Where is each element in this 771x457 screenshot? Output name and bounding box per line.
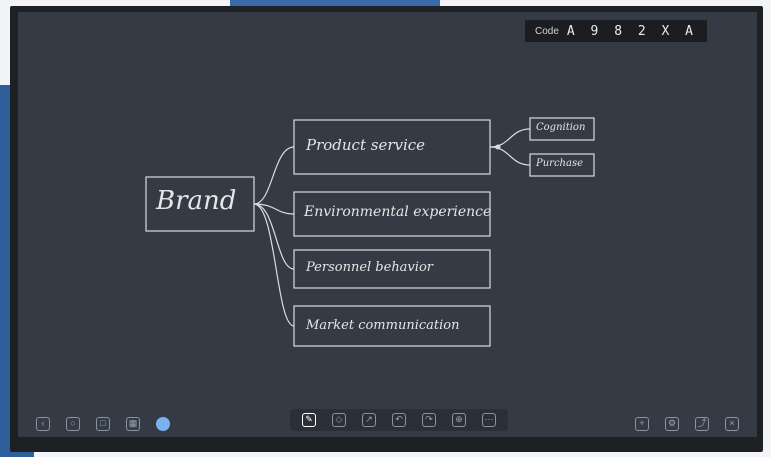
sub-label-2: Purchase <box>536 158 584 169</box>
link-2 <box>253 203 295 215</box>
link-sub-2 <box>489 146 531 166</box>
sub-label-1: Cognition <box>536 122 586 133</box>
branch-label-3: Personnel behavior <box>306 260 433 275</box>
window-icon: □ <box>96 417 110 431</box>
pen-icon: ✎ <box>302 413 316 427</box>
close-button[interactable]: × <box>721 417 743 431</box>
select-tool[interactable]: ↗ <box>358 413 380 427</box>
toolbar-right: + ⚙ ⤴ × <box>631 417 743 431</box>
mindmap-canvas[interactable] <box>18 12 757 437</box>
settings-button[interactable]: ⚙ <box>661 417 683 431</box>
link-sub-1 <box>489 128 531 148</box>
undo-button[interactable]: ↶ <box>388 413 410 427</box>
apps-icon: ▦ <box>126 417 140 431</box>
apps-button[interactable]: ▦ <box>122 417 144 431</box>
link-1 <box>253 146 295 205</box>
back-button[interactable]: ‹ <box>32 417 54 431</box>
window-button[interactable]: □ <box>92 417 114 431</box>
export-button[interactable]: ⤴ <box>691 417 713 431</box>
accent-app-icon <box>156 417 170 431</box>
export-icon: ⤴ <box>695 417 709 431</box>
zoom-button[interactable]: ⊕ <box>448 413 470 427</box>
eraser-tool[interactable]: ◇ <box>328 413 350 427</box>
junction-dot <box>495 144 501 150</box>
undo-icon: ↶ <box>392 413 406 427</box>
more-button[interactable]: ⋯ <box>478 413 500 427</box>
browser-button[interactable]: ○ <box>62 417 84 431</box>
eraser-icon: ◇ <box>332 413 346 427</box>
pen-tool[interactable]: ✎ <box>298 413 320 427</box>
toolbar-center: ✎ ◇ ↗ ↶ ↷ ⊕ ⋯ <box>290 409 508 431</box>
back-icon: ‹ <box>36 417 50 431</box>
code-value: A 9 8 2 X A <box>566 23 697 39</box>
redo-button[interactable]: ↷ <box>418 413 440 427</box>
more-icon: ⋯ <box>482 413 496 427</box>
root-node-label: Brand <box>156 186 237 216</box>
globe-icon: ○ <box>66 417 80 431</box>
link-4 <box>253 203 295 327</box>
link-3 <box>253 203 295 270</box>
settings-icon: ⚙ <box>665 417 679 431</box>
redo-icon: ↷ <box>422 413 436 427</box>
code-label: Code <box>535 25 559 37</box>
accent-app-button[interactable] <box>152 417 174 431</box>
whiteboard-screen[interactable]: Code A 9 8 2 X A Brand Product service E… <box>18 12 757 437</box>
branch-label-4: Market communication <box>306 318 460 333</box>
branch-label-1: Product service <box>306 136 426 154</box>
close-icon: × <box>725 417 739 431</box>
toolbar-left: ‹ ○ □ ▦ <box>32 417 174 431</box>
add-button[interactable]: + <box>631 417 653 431</box>
zoom-icon: ⊕ <box>452 413 466 427</box>
add-icon: + <box>635 417 649 431</box>
code-panel: Code A 9 8 2 X A <box>525 20 707 42</box>
select-icon: ↗ <box>362 413 376 427</box>
branch-label-2: Environmental experience <box>304 204 492 220</box>
